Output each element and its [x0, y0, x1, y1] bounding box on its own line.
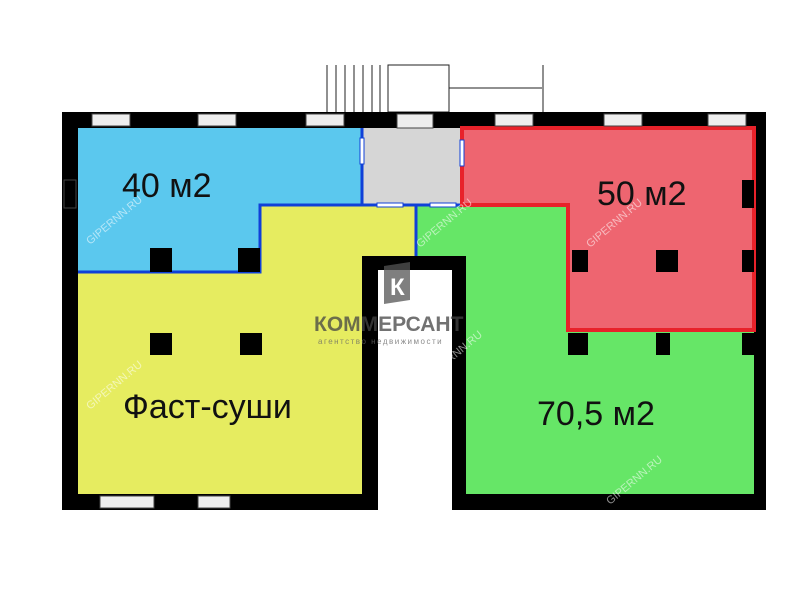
- svg-text:К: К: [390, 274, 405, 301]
- room-50-label: 50 м2: [597, 175, 687, 213]
- notch-wall: [362, 256, 466, 494]
- windows: [63, 113, 747, 509]
- room-70-5-label: 70,5 м2: [537, 395, 655, 433]
- svg-text:агентство недвижимости: агентство недвижимости: [318, 337, 443, 346]
- doors: [359, 137, 465, 208]
- room-50[interactable]: [462, 128, 754, 330]
- svg-text:КОММЕРСАНТ: КОММЕРСАНТ: [314, 313, 464, 336]
- room-corridor[interactable]: [362, 128, 462, 205]
- company-logo: К КОММЕРСАНТ агентство недвижимости: [314, 262, 464, 346]
- room-fast-sushi-label: Фаст-суши: [123, 388, 292, 426]
- entrance-stairs: [326, 64, 544, 113]
- columns: [150, 180, 754, 355]
- room-40[interactable]: [78, 128, 362, 272]
- room-50-border: [460, 126, 756, 332]
- room-40-label: 40 м2: [122, 167, 212, 205]
